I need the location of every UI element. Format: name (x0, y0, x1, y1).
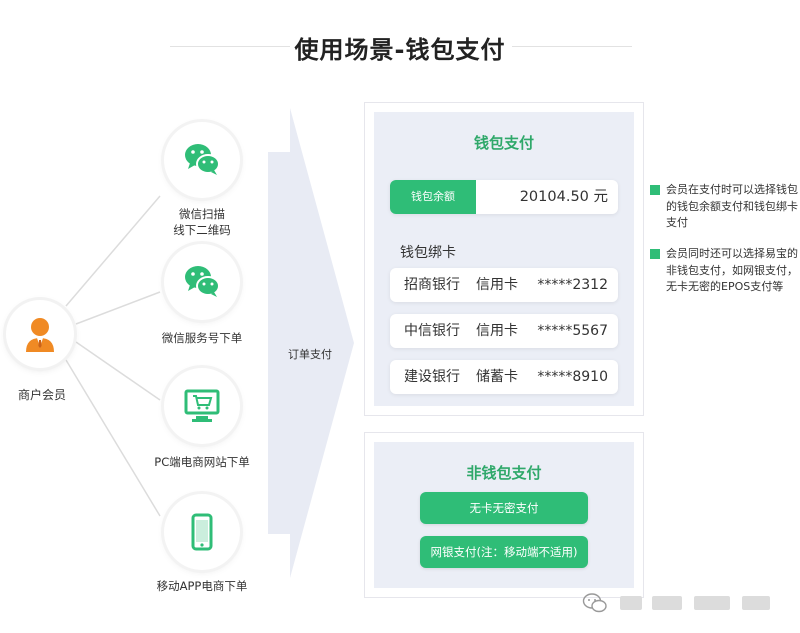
title-divider-left (170, 46, 290, 47)
card-type: 信用卡 (476, 277, 518, 293)
channel-label: 移动APP电商下单 (156, 579, 248, 593)
bank-card-item[interactable]: 建设银行 储蓄卡 *****8910 (390, 360, 618, 394)
channel-pc-shop (164, 368, 240, 444)
watermark (582, 588, 792, 618)
channel-label: PC端电商网站下单 (154, 455, 250, 469)
note-item: 会员在支付时可以选择钱包的钱包余额支付和钱包绑卡支付 (650, 182, 800, 232)
wallet-panel-title: 钱包支付 (473, 134, 534, 152)
watermark-blur (652, 596, 682, 610)
connector-line (65, 359, 161, 517)
card-type: 信用卡 (476, 323, 518, 339)
card-type: 储蓄卡 (476, 369, 518, 385)
note-text: 会员同时还可以选择易宝的非钱包支付，如网银支付，无卡无密的EPOS支付等 (666, 247, 798, 293)
card-number: *****5567 (537, 323, 608, 339)
channel-mobile-app (164, 494, 240, 570)
card-number: *****8910 (537, 369, 608, 385)
title-divider-right (512, 46, 632, 47)
bank-name: 建设银行 (404, 369, 460, 385)
title-bar: 使用场景-钱包支付 (0, 24, 800, 68)
connector-line (75, 341, 161, 401)
channel-wechat-scan (164, 122, 240, 198)
note-bullet (650, 185, 660, 195)
wallet-balance-label: 钱包余额 (390, 180, 476, 214)
mobile-phone-icon (191, 513, 213, 551)
wallet-bind-card-label: 钱包绑卡 (400, 245, 456, 261)
channel-label: 微信扫描 线下二维码 (132, 206, 272, 238)
nonwallet-panel-title: 非钱包支付 (466, 464, 542, 482)
connector-line (75, 291, 161, 325)
merchant-member-label: 商户会员 (17, 388, 66, 402)
card-number: *****2312 (537, 277, 608, 293)
no-card-no-password-button[interactable]: 无卡无密支付 (420, 492, 588, 524)
channel-label: 微信服务号下单 (161, 331, 243, 345)
channel-label-line: 线下二维码 (173, 223, 231, 237)
wallet-balance-row: 钱包余额 20104.50 元 (390, 180, 618, 214)
online-banking-button[interactable]: 网银支付(注：移动端不适用) (420, 536, 588, 568)
wechat-outline-icon (582, 593, 607, 613)
bank-name: 中信银行 (404, 323, 460, 339)
wallet-panel-inner: 钱包支付 钱包余额 20104.50 元 钱包绑卡 招商银行 信用卡 *****… (374, 112, 634, 406)
bank-card-item[interactable]: 中信银行 信用卡 *****5567 (390, 314, 618, 348)
wechat-icon (185, 266, 220, 297)
watermark-blur (694, 596, 730, 610)
connector-line (65, 195, 161, 307)
wallet-balance-value: 20104.50 元 (519, 189, 608, 205)
bank-card-item[interactable]: 招商银行 信用卡 *****2312 (390, 268, 618, 302)
bank-name: 招商银行 (404, 277, 460, 293)
user-icon (26, 318, 54, 352)
note-item: 会员同时还可以选择易宝的非钱包支付，如网银支付，无卡无密的EPOS支付等 (650, 246, 800, 296)
wechat-icon (185, 144, 220, 175)
watermark-blur (620, 596, 642, 610)
nonwallet-panel-inner: 非钱包支付 无卡无密支付 网银支付(注：移动端不适用) (374, 442, 634, 588)
page-title: 使用场景-钱包支付 (294, 36, 506, 64)
pc-shop-icon (184, 389, 220, 422)
watermark-blur (742, 596, 770, 610)
note-text: 会员在支付时可以选择钱包的钱包余额支付和钱包绑卡支付 (666, 183, 798, 229)
channel-label-line: 微信扫描 (179, 207, 225, 221)
flow-arrow (268, 108, 354, 578)
order-payment-label: 订单支付 (288, 348, 332, 361)
note-bullet (650, 249, 660, 259)
channel-wechat-service (164, 244, 240, 320)
wallet-panel: 钱包支付 钱包余额 20104.50 元 钱包绑卡 招商银行 信用卡 *****… (364, 102, 644, 416)
nonwallet-panel: 非钱包支付 无卡无密支付 网银支付(注：移动端不适用) (364, 432, 644, 598)
merchant-member-avatar (6, 300, 74, 368)
